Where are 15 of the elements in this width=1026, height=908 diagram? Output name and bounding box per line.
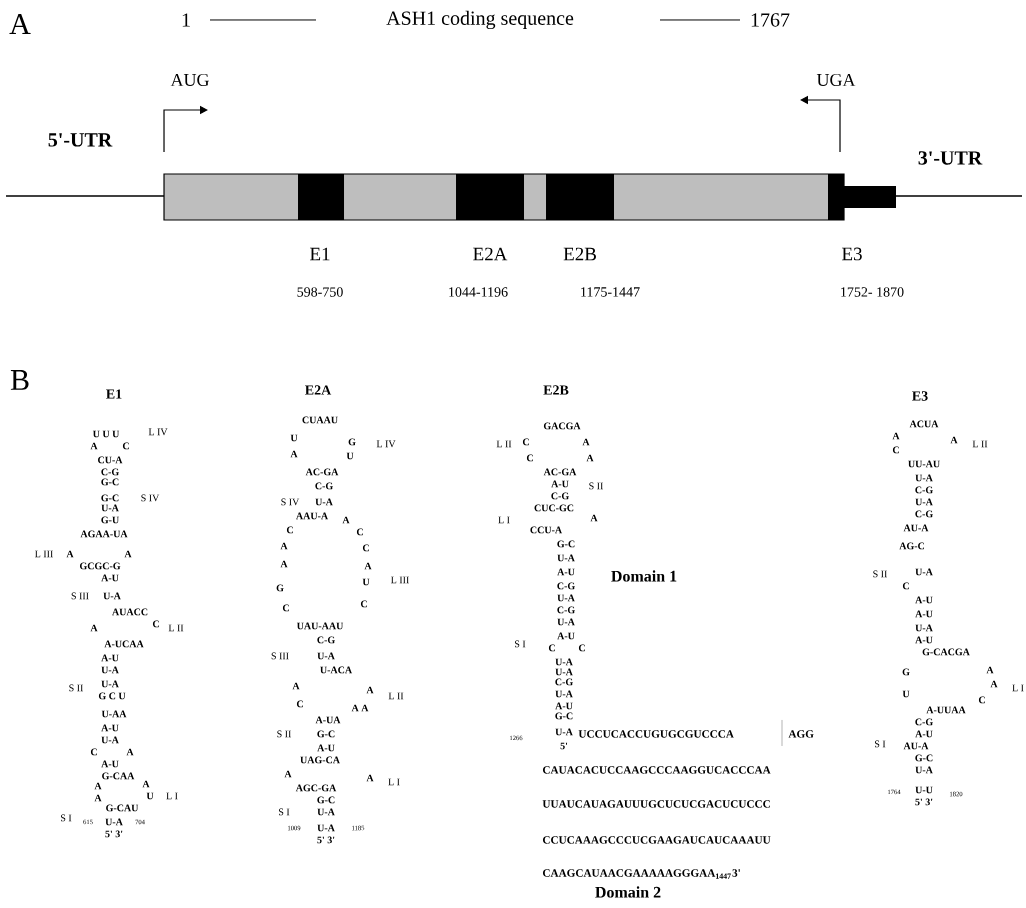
position-number: 1767	[751, 13, 790, 27]
panel-letter: B	[10, 370, 29, 390]
codon-label: UGA	[816, 73, 856, 87]
codon-label: AUG	[170, 73, 209, 87]
utr-label: 5'-UTR	[48, 133, 113, 147]
element-name: E3	[842, 247, 862, 261]
panel-letter: A	[9, 14, 31, 34]
domain-label: Domain 2	[595, 886, 661, 898]
sequence-caption: ASH1 coding sequence	[386, 10, 574, 30]
element-name: E1	[310, 247, 330, 261]
element-name: E2A	[473, 247, 508, 261]
position-number: 1	[182, 13, 190, 27]
element-name: E2B	[563, 247, 596, 261]
utr-label: 3'-UTR	[918, 151, 983, 165]
domain-label: Domain 1	[611, 570, 677, 582]
